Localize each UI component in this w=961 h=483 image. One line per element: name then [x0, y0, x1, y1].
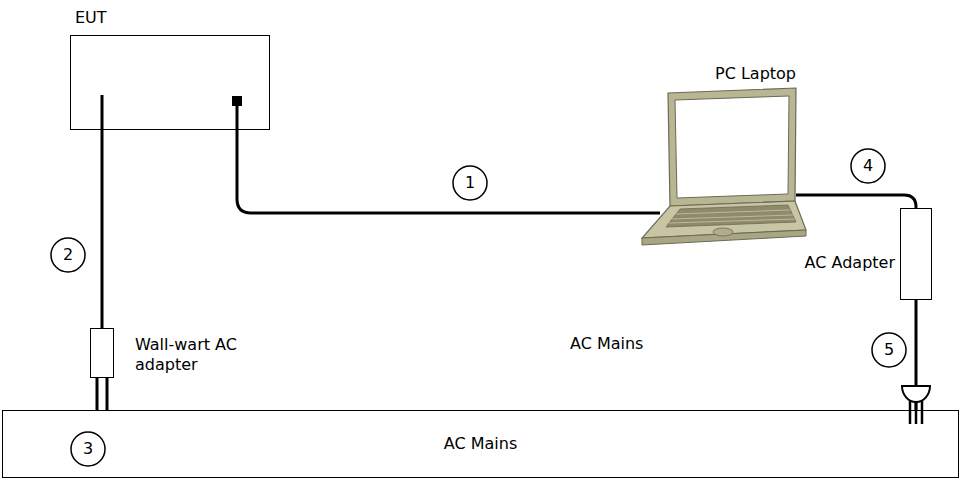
- device-label: PC Laptop: [715, 64, 796, 84]
- laptop-illustration: [642, 88, 806, 245]
- cable-line: [237, 130, 660, 213]
- callout-number: 1: [465, 173, 475, 192]
- callout-number: 2: [63, 245, 73, 264]
- ac-adapter-box: AC Adapter: [900, 208, 932, 300]
- laptop-node: PC Laptop: [660, 62, 796, 247]
- callout-number: 4: [863, 156, 873, 175]
- mains-label: AC Mains: [444, 434, 517, 454]
- mains-plug: [902, 386, 930, 424]
- callout-circle: [453, 166, 487, 200]
- internal-wire: [236, 104, 239, 130]
- device-label: AC Adapter: [805, 253, 895, 273]
- callout-number: 5: [884, 340, 894, 359]
- device-label: Wall-wart AC adapter: [135, 335, 263, 375]
- callout-circle: [872, 333, 906, 367]
- box-heading: EUT: [75, 8, 107, 28]
- internal-wire: [101, 95, 104, 130]
- mains-note: AC Mains: [570, 334, 643, 353]
- cable-line: [796, 195, 916, 208]
- callout-circle: [51, 238, 85, 272]
- cable-line: [101, 130, 104, 328]
- callout-circle: [851, 149, 885, 183]
- callout-circle: [71, 432, 105, 466]
- mains-bar: AC Mains: [2, 410, 959, 478]
- callout-number: 3: [83, 439, 93, 458]
- wall-wart-box: Wall-wart AC adapter: [90, 328, 114, 378]
- eut-box: EUT: [70, 35, 270, 130]
- cable-line: [97, 378, 107, 410]
